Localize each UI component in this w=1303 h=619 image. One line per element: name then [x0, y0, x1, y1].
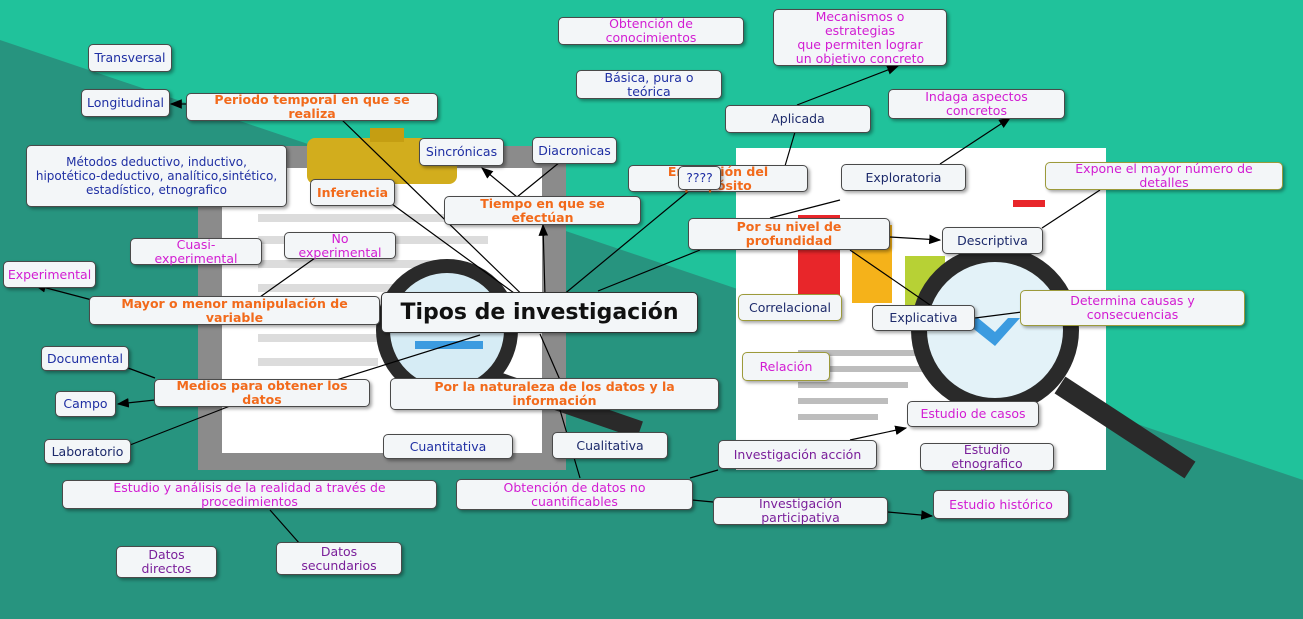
node-investigacion-accion[interactable]: Investigación acción [718, 440, 877, 469]
node-title[interactable]: Tipos de investigación [381, 292, 698, 333]
node-mecanismos[interactable]: Mecanismos o estrategias que permiten lo… [773, 9, 947, 66]
node-datos-directos[interactable]: Datos directos [116, 546, 217, 578]
node-inferencia[interactable]: Inferencia [310, 179, 395, 206]
node-medios[interactable]: Medios para obtener los datos [154, 379, 370, 407]
node-estudio-casos[interactable]: Estudio de casos [907, 401, 1039, 427]
node-estudio-etnografico[interactable]: Estudio etnografico [920, 443, 1054, 471]
node-estudio-analisis[interactable]: Estudio y análisis de la realidad a trav… [62, 480, 437, 509]
clipboard-clip-top [370, 128, 404, 142]
node-transversal[interactable]: Transversal [88, 44, 172, 72]
node-cualitativa[interactable]: Cualitativa [552, 432, 668, 459]
node-correlacional[interactable]: Correlacional [738, 294, 842, 321]
node-metodos[interactable]: Métodos deductivo, inductivo, hipotético… [26, 145, 287, 207]
node-experimental[interactable]: Experimental [3, 261, 96, 288]
node-manipulacion[interactable]: Mayor o menor manipulación de variable [89, 296, 380, 325]
node-determina[interactable]: Determina causas y consecuencias [1020, 290, 1245, 326]
node-investigacion-participativa[interactable]: Investigación participativa [713, 497, 888, 525]
report-text-lines [798, 350, 938, 420]
magnifier-left-bar [415, 341, 483, 349]
node-basica[interactable]: Básica, pura o teórica [576, 70, 722, 99]
node-naturaleza[interactable]: Por la naturaleza de los datos y la info… [390, 378, 719, 410]
node-descriptiva[interactable]: Descriptiva [942, 227, 1043, 254]
node-nivel-profundidad[interactable]: Por su nivel de profundidad [688, 218, 890, 250]
node-no-experimental[interactable]: No experimental [284, 231, 396, 259]
node-interrogantes[interactable]: ???? [678, 166, 721, 190]
node-estudio-historico[interactable]: Estudio histórico [933, 490, 1069, 519]
node-indaga[interactable]: Indaga aspectos concretos [888, 89, 1065, 119]
node-campo[interactable]: Campo [55, 391, 116, 417]
node-explicativa[interactable]: Explicativa [872, 305, 975, 331]
report-accent [1013, 200, 1045, 207]
node-exploratoria[interactable]: Exploratoria [841, 164, 966, 191]
node-cuasi-experimental[interactable]: Cuasi-experimental [130, 237, 262, 265]
node-tiempo[interactable]: Tiempo en que se efectúan [444, 196, 641, 225]
node-sincronicas[interactable]: Sincrónicas [419, 138, 504, 166]
node-cuantitativa[interactable]: Cuantitativa [383, 434, 513, 459]
node-longitudinal[interactable]: Longitudinal [81, 89, 170, 117]
node-aplicada[interactable]: Aplicada [725, 105, 871, 133]
node-datos-secundarios[interactable]: Datos secundarios [276, 542, 402, 575]
magnifier-right-handle [1054, 376, 1196, 479]
node-laboratorio[interactable]: Laboratorio [44, 439, 131, 464]
node-periodo-temporal[interactable]: Periodo temporal en que se realiza [186, 93, 438, 121]
node-diacronicas[interactable]: Diacronicas [532, 137, 617, 164]
node-expone[interactable]: Expone el mayor número de detalles [1045, 162, 1283, 190]
node-relacion[interactable]: Relación [742, 352, 830, 381]
magnifier-right-check [965, 318, 1020, 346]
node-obtencion-no-cuantificables[interactable]: Obtención de datos no cuantificables [456, 479, 693, 510]
node-obtencion-conocimientos[interactable]: Obtención de conocimientos [558, 17, 744, 45]
node-documental[interactable]: Documental [41, 346, 129, 371]
